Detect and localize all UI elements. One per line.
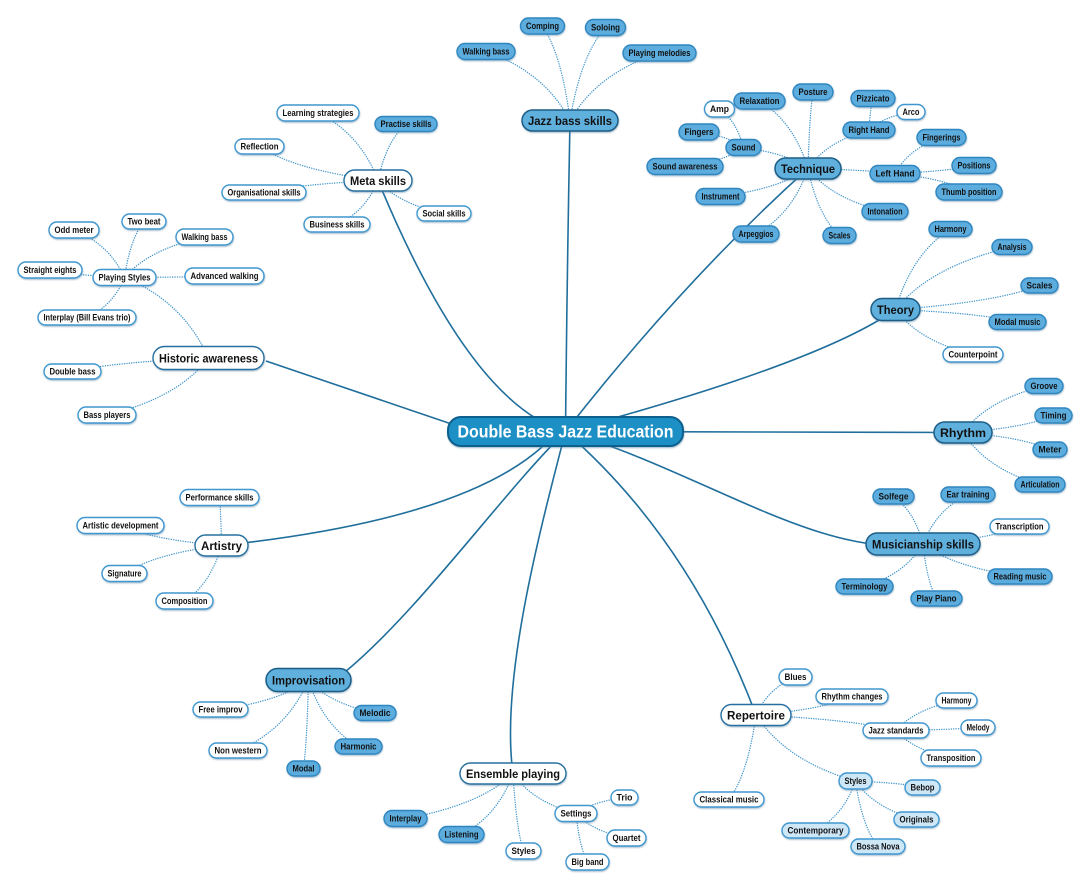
svg-text:Analysis: Analysis: [998, 242, 1027, 252]
svg-text:Historic awareness: Historic awareness: [159, 351, 258, 365]
svg-text:Ensemble playing: Ensemble playing: [466, 767, 560, 781]
svg-text:Modal: Modal: [293, 764, 315, 774]
svg-text:Double bass: Double bass: [50, 367, 96, 377]
svg-text:Sound: Sound: [732, 143, 756, 153]
svg-text:Jazz standards: Jazz standards: [869, 726, 924, 736]
svg-text:Relaxation: Relaxation: [740, 96, 780, 106]
svg-text:Reading music: Reading music: [994, 572, 1047, 582]
svg-text:Musicianship skills: Musicianship skills: [872, 537, 974, 551]
svg-text:Jazz bass skills: Jazz bass skills: [528, 114, 612, 128]
svg-text:Rhythm: Rhythm: [940, 426, 986, 440]
svg-text:Groove: Groove: [1031, 381, 1058, 391]
svg-text:Styles: Styles: [845, 776, 867, 786]
svg-text:Articulation: Articulation: [1021, 480, 1060, 490]
svg-text:Big band: Big band: [572, 857, 604, 867]
svg-text:Soloing: Soloing: [591, 23, 620, 33]
svg-text:Melody: Melody: [967, 723, 990, 733]
svg-text:Scales: Scales: [1027, 281, 1053, 291]
svg-text:Straight eights: Straight eights: [24, 265, 77, 275]
svg-text:Harmony: Harmony: [942, 696, 972, 706]
svg-text:Signature: Signature: [108, 569, 142, 579]
svg-text:Harmonic: Harmonic: [341, 742, 377, 752]
svg-text:Composition: Composition: [162, 596, 208, 606]
svg-text:Theory: Theory: [877, 303, 914, 317]
svg-text:Sound awareness: Sound awareness: [653, 162, 718, 172]
svg-text:Trio: Trio: [617, 793, 633, 803]
svg-text:Amp: Amp: [710, 104, 729, 114]
svg-text:Learning strategies: Learning strategies: [283, 108, 354, 118]
svg-text:Social skills: Social skills: [423, 209, 466, 219]
svg-text:Settings: Settings: [561, 809, 592, 819]
svg-text:Artistry: Artistry: [201, 539, 242, 553]
svg-text:Meter: Meter: [1039, 445, 1062, 455]
svg-text:Playing Styles: Playing Styles: [99, 273, 151, 283]
svg-text:Contemporary: Contemporary: [788, 826, 844, 836]
svg-text:Instrument: Instrument: [702, 192, 740, 202]
svg-text:Styles: Styles: [512, 846, 536, 856]
svg-text:Positions: Positions: [958, 161, 991, 171]
svg-text:Scales: Scales: [829, 231, 851, 241]
svg-text:Timing: Timing: [1041, 411, 1067, 421]
svg-text:Thumb position: Thumb position: [942, 187, 997, 197]
svg-text:Meta skills: Meta skills: [350, 174, 406, 188]
svg-text:Performance skills: Performance skills: [186, 493, 254, 503]
svg-text:Modal music: Modal music: [995, 317, 1041, 327]
svg-text:Arpeggios: Arpeggios: [739, 229, 774, 239]
svg-text:Double Bass Jazz Education: Double Bass Jazz Education: [458, 422, 674, 442]
svg-text:Business skills: Business skills: [310, 220, 365, 230]
svg-text:Improvisation: Improvisation: [272, 673, 345, 687]
svg-text:Arco: Arco: [903, 107, 920, 117]
svg-text:Two beat: Two beat: [128, 217, 161, 227]
svg-text:Odd meter: Odd meter: [55, 225, 94, 235]
svg-text:Blues: Blues: [785, 672, 807, 682]
svg-text:Repertoire: Repertoire: [727, 708, 785, 722]
svg-text:Transposition: Transposition: [927, 753, 976, 763]
svg-text:Artistic development: Artistic development: [83, 521, 159, 531]
svg-text:Bossa Nova: Bossa Nova: [857, 842, 901, 852]
svg-text:Play Piano: Play Piano: [917, 594, 957, 604]
svg-text:Bass players: Bass players: [84, 410, 131, 420]
svg-text:Quartet: Quartet: [613, 833, 641, 843]
svg-text:Left Hand: Left Hand: [876, 169, 915, 179]
svg-text:Rhythm changes: Rhythm changes: [822, 692, 883, 702]
svg-text:Pizzicato: Pizzicato: [857, 94, 890, 104]
svg-text:Originals: Originals: [900, 815, 934, 825]
svg-text:Solfege: Solfege: [879, 492, 909, 502]
svg-text:Bebop: Bebop: [911, 783, 935, 793]
svg-text:Playing melodies: Playing melodies: [629, 48, 691, 58]
svg-text:Melodic: Melodic: [360, 708, 391, 718]
svg-text:Listening: Listening: [445, 830, 479, 840]
svg-text:Transcription: Transcription: [996, 522, 1044, 532]
svg-text:Counterpoint: Counterpoint: [949, 350, 998, 360]
svg-text:Fingers: Fingers: [685, 127, 714, 137]
svg-text:Walking bass: Walking bass: [182, 232, 228, 242]
svg-text:Advanced walking: Advanced walking: [191, 271, 259, 281]
svg-text:Reflection: Reflection: [241, 142, 279, 152]
svg-text:Classical music: Classical music: [700, 795, 759, 805]
svg-text:Non western: Non western: [215, 746, 262, 756]
svg-text:Harmony: Harmony: [935, 224, 967, 234]
svg-text:Practise skills: Practise skills: [381, 119, 432, 129]
svg-text:Interplay (Bill Evans trio): Interplay (Bill Evans trio): [44, 313, 131, 323]
svg-text:Ear training: Ear training: [947, 490, 990, 500]
svg-text:Terminology: Terminology: [842, 582, 888, 592]
svg-text:Right Hand: Right Hand: [849, 125, 890, 135]
svg-text:Interplay: Interplay: [390, 814, 422, 824]
svg-text:Comping: Comping: [526, 21, 559, 31]
svg-text:Walking bass: Walking bass: [463, 47, 510, 57]
svg-text:Organisational skills: Organisational skills: [228, 188, 301, 198]
svg-text:Technique: Technique: [781, 162, 835, 176]
svg-text:Intonation: Intonation: [868, 207, 903, 217]
svg-text:Free improv: Free improv: [199, 705, 243, 715]
svg-text:Posture: Posture: [799, 87, 828, 97]
svg-text:Fingerings: Fingerings: [923, 133, 961, 143]
